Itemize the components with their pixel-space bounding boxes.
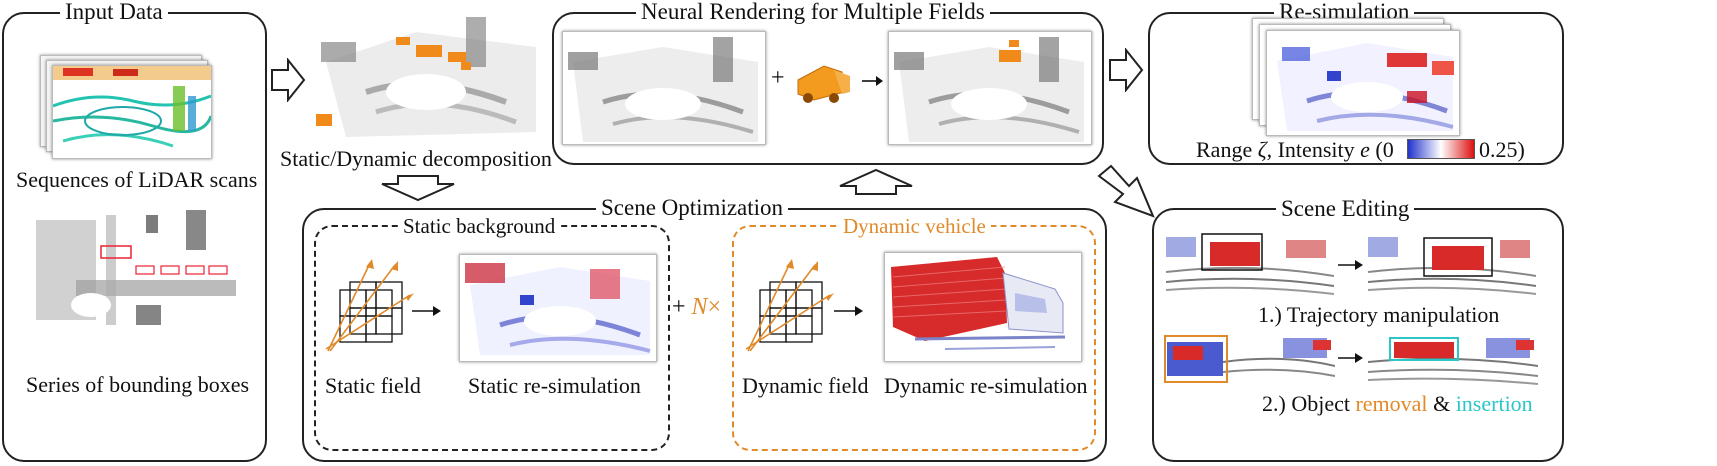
insertion-word: insertion <box>1455 391 1533 416</box>
range-symbol: ζ <box>1257 137 1267 162</box>
multiplier-times: × <box>707 294 722 320</box>
dynamic-field-grid <box>740 255 835 355</box>
dynamic-small-arrow <box>834 306 863 316</box>
n-times-multiplier: + N× <box>672 294 721 321</box>
lidar-scans-label: Sequences of LiDAR scans <box>16 167 258 192</box>
static-small-arrow <box>412 306 441 316</box>
arrow-down-1 <box>381 175 455 202</box>
scene-editing-title: Scene Editing <box>1276 197 1415 221</box>
static-field-label: Static field <box>325 373 421 398</box>
neural-composite-render <box>888 31 1092 145</box>
lidar-scan-stack <box>40 55 215 160</box>
static-background-title: Static background <box>398 214 561 238</box>
resim-caption: Range ζ, Intensity e (0 <box>1196 138 1394 162</box>
range-word: Range <box>1196 137 1253 162</box>
decomposition-label: Static/Dynamic decomposition <box>280 146 552 171</box>
resim-front <box>1266 30 1460 136</box>
neural-rendering-title: Neural Rendering for Multiple Fields <box>636 0 990 24</box>
bounding-boxes-image <box>36 210 236 335</box>
arrow-diagonal <box>1097 164 1155 218</box>
lidar-scan-front <box>52 65 212 159</box>
resim-stack <box>1252 18 1462 136</box>
neural-plus-sign: + <box>771 65 785 91</box>
amp-word: & <box>1427 391 1456 416</box>
object-caption: 2.) Object removal & insertion <box>1262 392 1533 416</box>
static-field-grid <box>320 255 415 355</box>
traj-after-image <box>1368 232 1536 296</box>
neural-small-arrow <box>862 76 883 86</box>
dynamic-field-label: Dynamic field <box>742 373 869 398</box>
neural-vehicle-render <box>794 52 854 108</box>
multiplier-n: N <box>691 294 708 320</box>
neural-static-render <box>562 31 766 145</box>
scene-optimization-title: Scene Optimization <box>596 196 789 220</box>
object-prefix: 2.) Object <box>1262 391 1356 416</box>
object-arrow <box>1338 353 1363 363</box>
traj-before-image <box>1166 232 1334 296</box>
object-after-image <box>1368 332 1538 386</box>
object-before-image <box>1163 332 1335 386</box>
dynamic-resim-image <box>884 252 1082 362</box>
static-resim-image <box>459 254 657 362</box>
colorbar <box>1407 139 1475 159</box>
dynamic-vehicle-title: Dynamic vehicle <box>838 214 991 238</box>
trajectory-label: 1.) Trajectory manipulation <box>1258 302 1500 327</box>
scale-close: 0.25) <box>1479 137 1525 162</box>
multiplier-plus: + <box>672 294 686 320</box>
arrow-right-1 <box>271 58 306 102</box>
arrow-up-1 <box>839 168 913 195</box>
dynamic-resim-label: Dynamic re-simulation <box>884 373 1088 398</box>
intensity-word: , Intensity <box>1266 137 1355 162</box>
static-resim-label: Static re-simulation <box>468 373 641 398</box>
removal-word: removal <box>1355 391 1428 416</box>
input-data-title: Input Data <box>60 0 168 24</box>
bounding-boxes-label: Series of bounding boxes <box>26 372 250 397</box>
scale-open: (0 <box>1375 137 1394 162</box>
arrow-right-2 <box>1109 48 1144 92</box>
traj-arrow <box>1338 260 1363 270</box>
intensity-symbol: e <box>1360 137 1370 162</box>
decomposition-image <box>306 12 546 142</box>
